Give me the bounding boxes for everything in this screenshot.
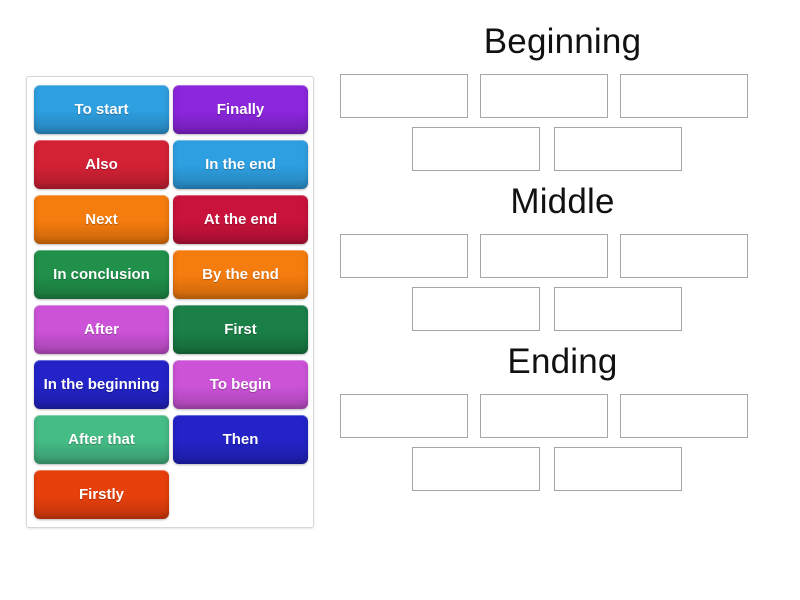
zone-title: Ending: [507, 342, 618, 381]
word-tile[interactable]: Also: [34, 140, 169, 189]
word-tile[interactable]: By the end: [173, 250, 308, 299]
zone-row: [340, 234, 785, 278]
word-tile[interactable]: Firstly: [34, 470, 169, 519]
word-tile[interactable]: At the end: [173, 195, 308, 244]
drop-slot[interactable]: [340, 74, 468, 118]
drop-slot[interactable]: [480, 394, 608, 438]
word-tile[interactable]: After: [34, 305, 169, 354]
zone-row: [340, 447, 785, 491]
drop-slot[interactable]: [480, 74, 608, 118]
drop-slot[interactable]: [340, 234, 468, 278]
zone-group-ending: Ending: [340, 340, 785, 491]
drop-slot[interactable]: [620, 74, 748, 118]
word-tile[interactable]: In the end: [173, 140, 308, 189]
zone-row: [340, 127, 785, 171]
zone-group-middle: Middle: [340, 180, 785, 331]
word-tile[interactable]: In conclusion: [34, 250, 169, 299]
zone-row: [340, 74, 785, 118]
word-tile[interactable]: Finally: [173, 85, 308, 134]
word-tile[interactable]: After that: [34, 415, 169, 464]
word-tile[interactable]: Then: [173, 415, 308, 464]
zone-row: [340, 394, 785, 438]
drop-slot[interactable]: [480, 234, 608, 278]
word-tile[interactable]: First: [173, 305, 308, 354]
word-tile[interactable]: To begin: [173, 360, 308, 409]
zone-title: Middle: [510, 182, 615, 221]
drop-slot[interactable]: [553, 127, 682, 171]
zone-row: [340, 287, 785, 331]
zone-group-beginning: Beginning: [340, 20, 785, 171]
drop-slot[interactable]: [411, 127, 540, 171]
word-tile[interactable]: Next: [34, 195, 169, 244]
drop-slot[interactable]: [553, 447, 682, 491]
word-tile[interactable]: To start: [34, 85, 169, 134]
drop-slot[interactable]: [553, 287, 682, 331]
word-tile[interactable]: In the beginning: [34, 360, 169, 409]
drop-slot[interactable]: [411, 447, 540, 491]
drop-slot[interactable]: [620, 394, 748, 438]
drop-slot[interactable]: [340, 394, 468, 438]
drop-slot[interactable]: [411, 287, 540, 331]
zone-title: Beginning: [483, 22, 642, 61]
drop-slot[interactable]: [620, 234, 748, 278]
